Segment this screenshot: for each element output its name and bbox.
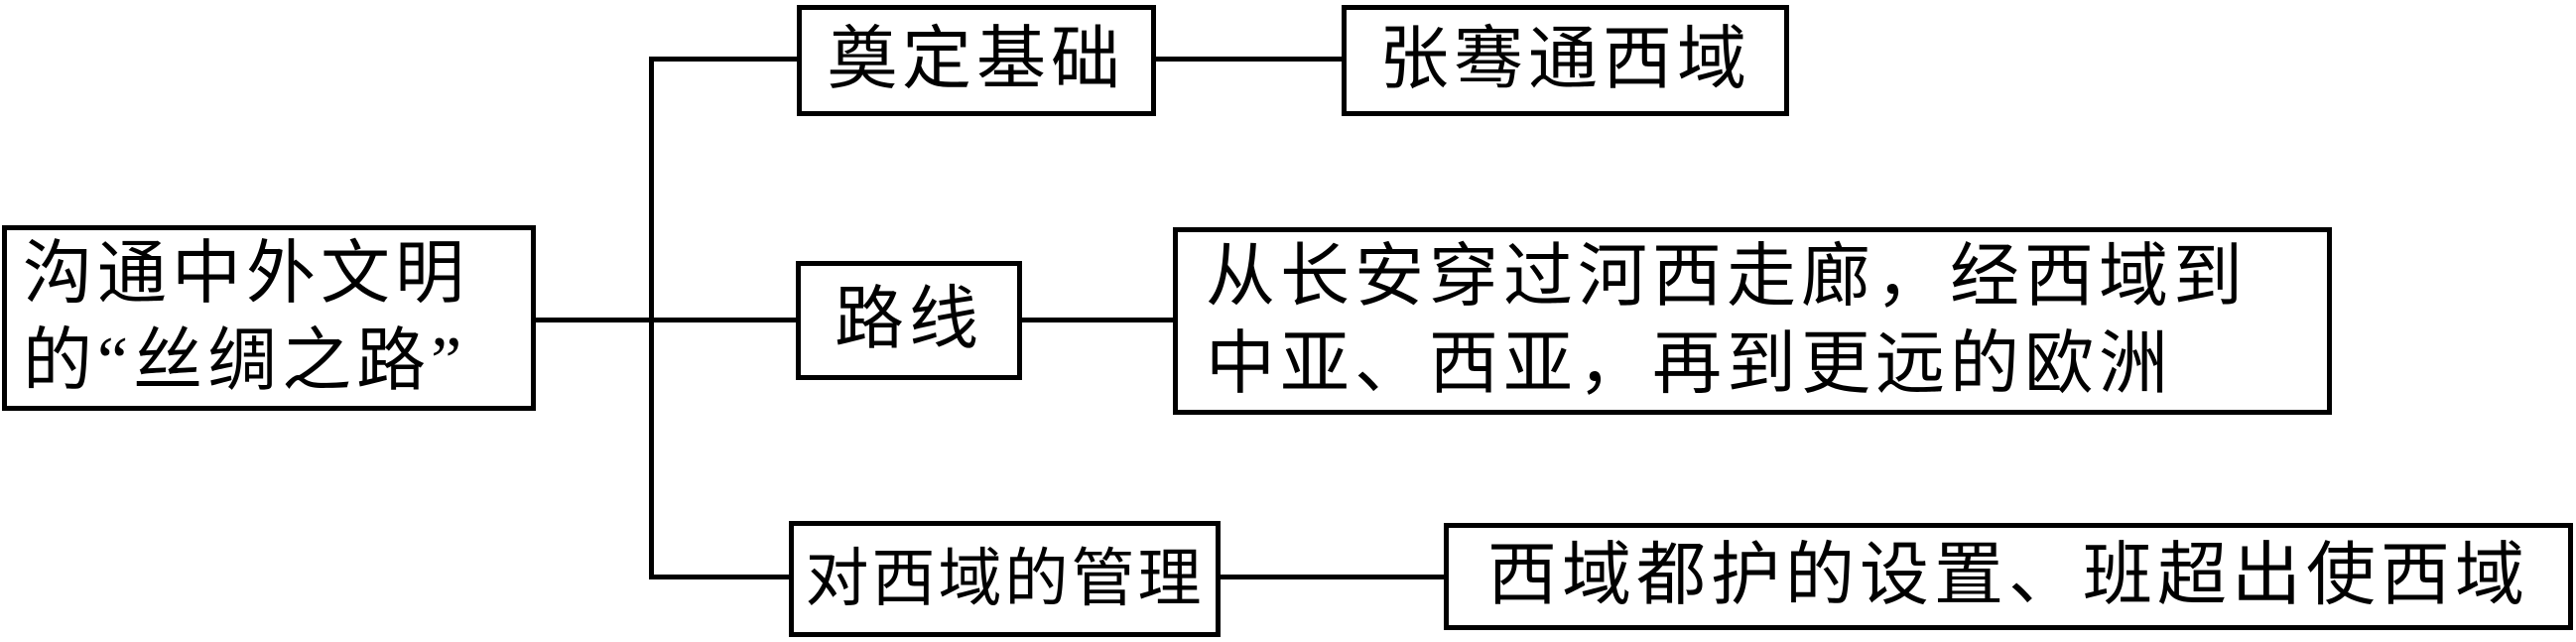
connector-trunk-vertical xyxy=(649,57,654,579)
detail-node-route-description: 从长安穿过河西走廊，经西域到 中亚、西亚，再到更远的欧洲 xyxy=(1173,227,2332,415)
detail-zhangqian-label: 张骞通西域 xyxy=(1379,22,1751,98)
root-label-line-2: 的“丝绸之路” xyxy=(23,322,467,400)
connector-route-to-detail xyxy=(1022,318,1173,322)
connector-management-to-detail xyxy=(1221,575,1444,579)
detail-route-label: 从长安穿过河西走廊，经西域到 中亚、西亚，再到更远的欧洲 xyxy=(1206,234,2248,409)
root-node-label: 沟通中外文明 的“丝绸之路” xyxy=(23,231,469,406)
connector-trunk-to-management xyxy=(651,575,789,579)
connector-foundation-to-detail xyxy=(1156,57,1342,62)
category-node-foundation: 奠定基础 xyxy=(797,5,1156,116)
category-management-label: 对西域的管理 xyxy=(805,543,1205,614)
detail-node-zhangqian: 张骞通西域 xyxy=(1342,5,1789,116)
detail-route-line-2: 中亚、西亚，再到更远的欧洲 xyxy=(1206,325,2173,403)
detail-route-line-1: 从长安穿过河西走廊，经西域到 xyxy=(1206,238,2248,316)
detail-node-protectorate: 西域都护的设置、班超出使西域 xyxy=(1444,523,2573,630)
connector-trunk-to-foundation xyxy=(651,57,797,62)
category-node-management: 对西域的管理 xyxy=(789,521,1221,637)
category-node-route: 路线 xyxy=(796,261,1022,380)
category-route-label: 路线 xyxy=(835,282,983,358)
detail-protectorate-label: 西域都护的设置、班超出使西域 xyxy=(1487,538,2529,614)
root-label-line-1: 沟通中外文明 xyxy=(23,235,469,313)
root-node-silk-road: 沟通中外文明 的“丝绸之路” xyxy=(2,225,536,411)
category-foundation-label: 奠定基础 xyxy=(828,22,1125,98)
connector-root-to-trunk xyxy=(536,318,796,322)
